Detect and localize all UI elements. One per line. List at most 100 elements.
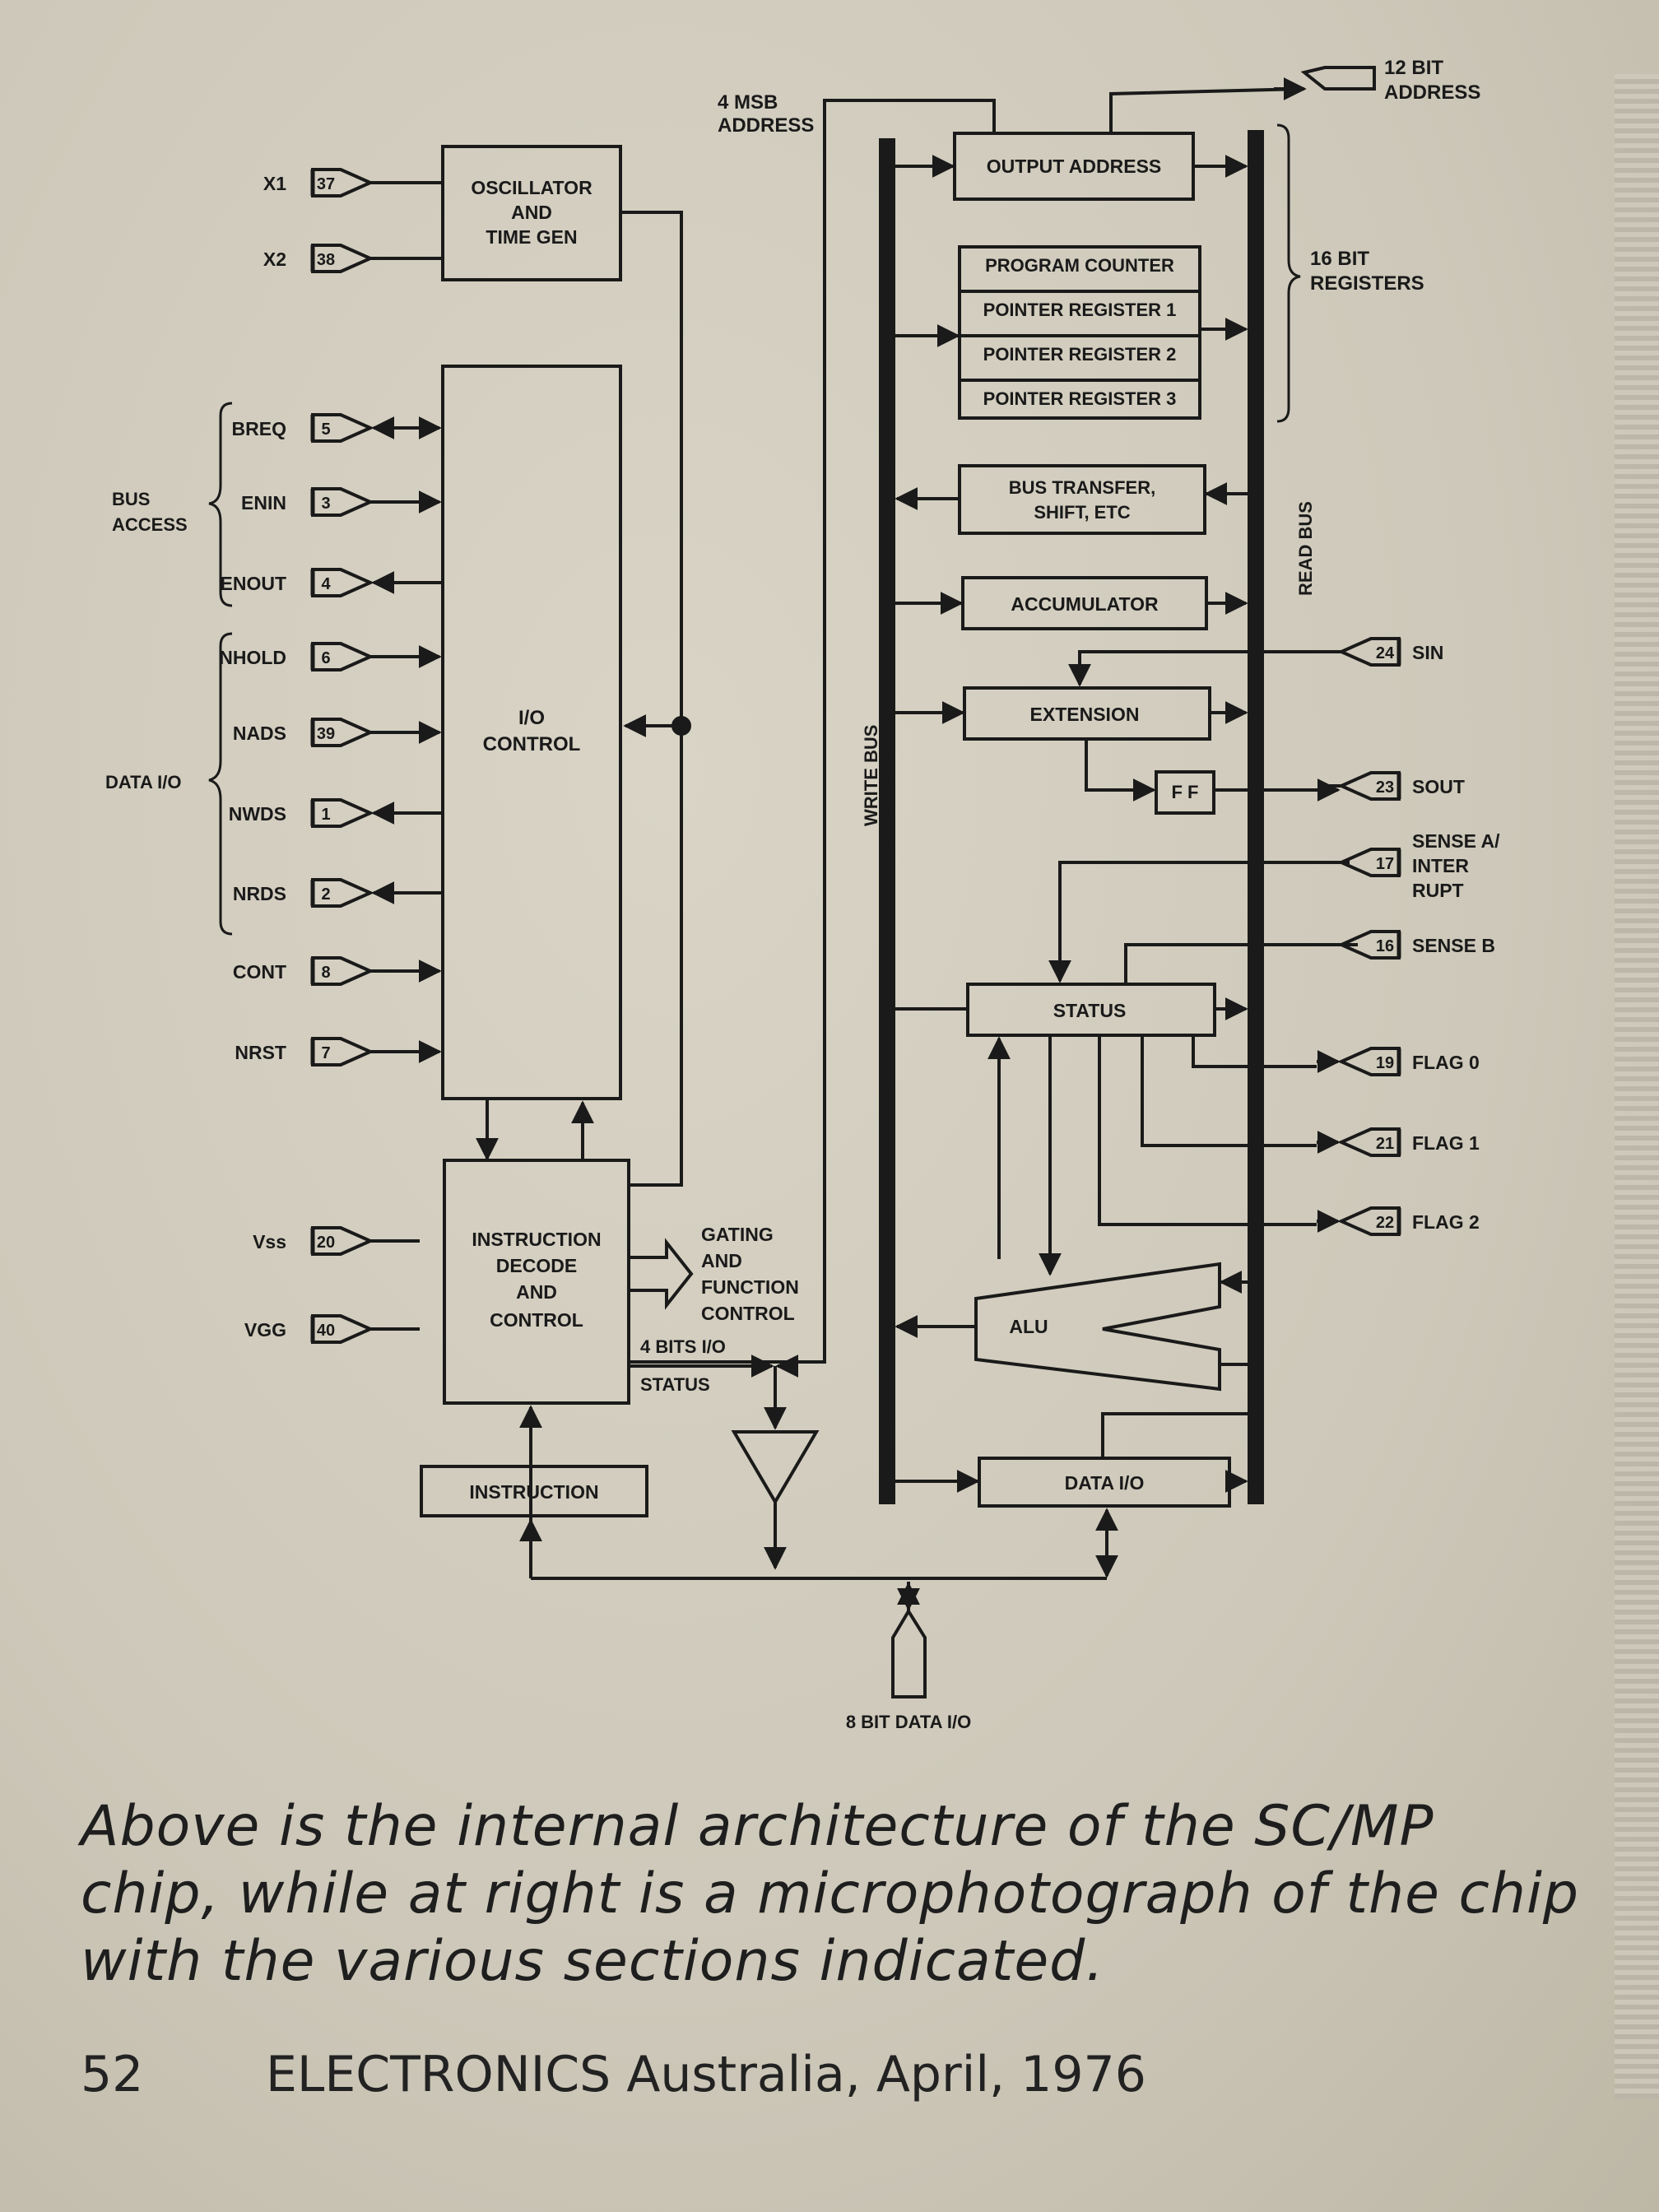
pin-name: SENSE B: [1412, 935, 1495, 956]
pointer-register-3: [958, 379, 1201, 420]
address-pin: [1300, 66, 1376, 91]
status-label: STATUS: [1053, 1000, 1127, 1021]
instruction-decode-block: [443, 1159, 630, 1405]
osc-to-decode-line: [620, 211, 683, 1187]
pin-sense-b: 16 SENSE B: [1325, 930, 1495, 960]
decode-label-1: INSTRUCTION: [472, 1229, 601, 1250]
pin-name: ENIN: [241, 492, 286, 514]
pin-name: SOUT: [1412, 776, 1465, 797]
pin-nads: 39 NADS: [233, 718, 442, 747]
data-io-pin: [891, 1608, 927, 1698]
pin-number: 2: [321, 885, 330, 904]
pointer-register-3-label: POINTER REGISTER 3: [983, 388, 1177, 409]
publication-credit: ELECTRONICS Australia, April, 1976: [266, 2046, 1146, 2103]
pin-breq: 5 BREQ: [232, 413, 442, 443]
pin-number: 8: [321, 964, 330, 982]
pin-name: NWDS: [229, 803, 286, 825]
facing-page-edge: [1615, 74, 1659, 2098]
pin-number: 16: [1376, 937, 1394, 955]
gating-label-3: FUNCTION: [701, 1276, 799, 1298]
extension-label: EXTENSION: [1030, 704, 1140, 725]
decode-label-3: AND: [516, 1281, 557, 1303]
data-io-group-label: DATA I/O: [105, 772, 181, 792]
pin-name-line-2: INTER: [1412, 855, 1469, 876]
bus-access-label-2: ACCESS: [112, 514, 188, 535]
pin-vss: 20 Vss: [253, 1226, 420, 1256]
data-8bit-label: 8 BIT DATA I/O: [846, 1712, 971, 1732]
pin-vgg: 40 VGG: [244, 1314, 420, 1344]
pin-nwds: 1 NWDS: [229, 798, 441, 828]
decode-label-4: CONTROL: [490, 1309, 583, 1331]
pin-name: SIN: [1412, 642, 1443, 663]
msb-address-label-2: ADDRESS: [718, 114, 814, 137]
page-number: 52: [81, 2046, 144, 2103]
registers-brace: [1276, 123, 1301, 423]
pin-name: FLAG 1: [1412, 1132, 1480, 1154]
pin-sin: 24 SIN: [1325, 637, 1443, 667]
registers-label-2: REGISTERS: [1310, 272, 1424, 295]
pin-number: 22: [1376, 1214, 1394, 1232]
oscillator-label-2: AND: [511, 202, 552, 223]
address-12bit-label-2: ADDRESS: [1384, 81, 1480, 104]
pin-number: 40: [317, 1322, 335, 1340]
caption-line-2: chip, while at right is a microphotograp…: [81, 1861, 1580, 1926]
accumulator-label: ACCUMULATOR: [1011, 593, 1159, 615]
pin-name-line-3: RUPT: [1412, 880, 1464, 901]
output-address-label: OUTPUT ADDRESS: [987, 156, 1162, 177]
ff-label: F F: [1172, 782, 1199, 802]
bus-transfer-label-2: SHIFT, ETC: [1034, 502, 1130, 523]
pin-name: NADS: [233, 723, 286, 744]
registers-label-1: 16 BIT: [1310, 248, 1369, 270]
io-control-label-1: I/O: [518, 707, 545, 729]
pin-number: 4: [321, 575, 331, 593]
pin-name: NRST: [235, 1042, 286, 1063]
instruction-register: [420, 1465, 648, 1517]
pin-number: 1: [321, 806, 330, 824]
pin-cont: 8 CONT: [233, 956, 442, 986]
pin-number: 39: [317, 725, 335, 743]
pin-name: CONT: [233, 961, 286, 983]
pin-number: 20: [317, 1234, 335, 1252]
pin-name: X2: [263, 249, 286, 270]
pin-name: Vss: [253, 1231, 286, 1252]
data-io-brace: [208, 632, 233, 936]
pin-enout: 4 ENOUT: [221, 568, 441, 597]
ff-block: [1155, 770, 1215, 815]
alu-label: ALU: [1009, 1316, 1048, 1337]
pin-name: NRDS: [233, 883, 286, 904]
pin-number: 5: [321, 421, 330, 439]
caption-line-1: Above is the internal architecture of th…: [81, 1794, 1434, 1859]
pin-name: FLAG 0: [1412, 1052, 1480, 1073]
pin-number: 38: [317, 251, 335, 269]
bus-transfer-label-1: BUS TRANSFER,: [1009, 477, 1155, 498]
pin-number: 23: [1376, 778, 1394, 797]
bus-access-label-1: BUS: [112, 489, 150, 509]
read-bus-label: READ BUS: [1295, 501, 1316, 596]
io-control-block: [441, 365, 622, 1100]
status-small-label: STATUS: [640, 1374, 710, 1395]
pin-sout: 23 SOUT: [1284, 771, 1465, 802]
pin-number: 37: [317, 175, 335, 193]
pin-name: FLAG 2: [1412, 1211, 1480, 1233]
gating-label-1: GATING: [701, 1224, 774, 1245]
program-counter-label: PROGRAM COUNTER: [985, 255, 1174, 276]
gating-label-2: AND: [701, 1250, 742, 1271]
pin-x2: 38 X2: [263, 244, 443, 273]
pin-name: BREQ: [232, 418, 286, 439]
pin-number: 17: [1376, 855, 1394, 873]
pin-name: VGG: [244, 1319, 286, 1341]
pin-name: X1: [263, 173, 286, 194]
pin-name: ENOUT: [221, 573, 287, 594]
pin-number: 24: [1376, 644, 1395, 662]
read-bus: [1248, 130, 1264, 1504]
pin-x1: 37 X1: [263, 168, 443, 198]
pin-number: 3: [321, 495, 330, 513]
buffer-triangle: [731, 1430, 820, 1505]
bits-io-label: 4 BITS I/O: [640, 1336, 726, 1357]
